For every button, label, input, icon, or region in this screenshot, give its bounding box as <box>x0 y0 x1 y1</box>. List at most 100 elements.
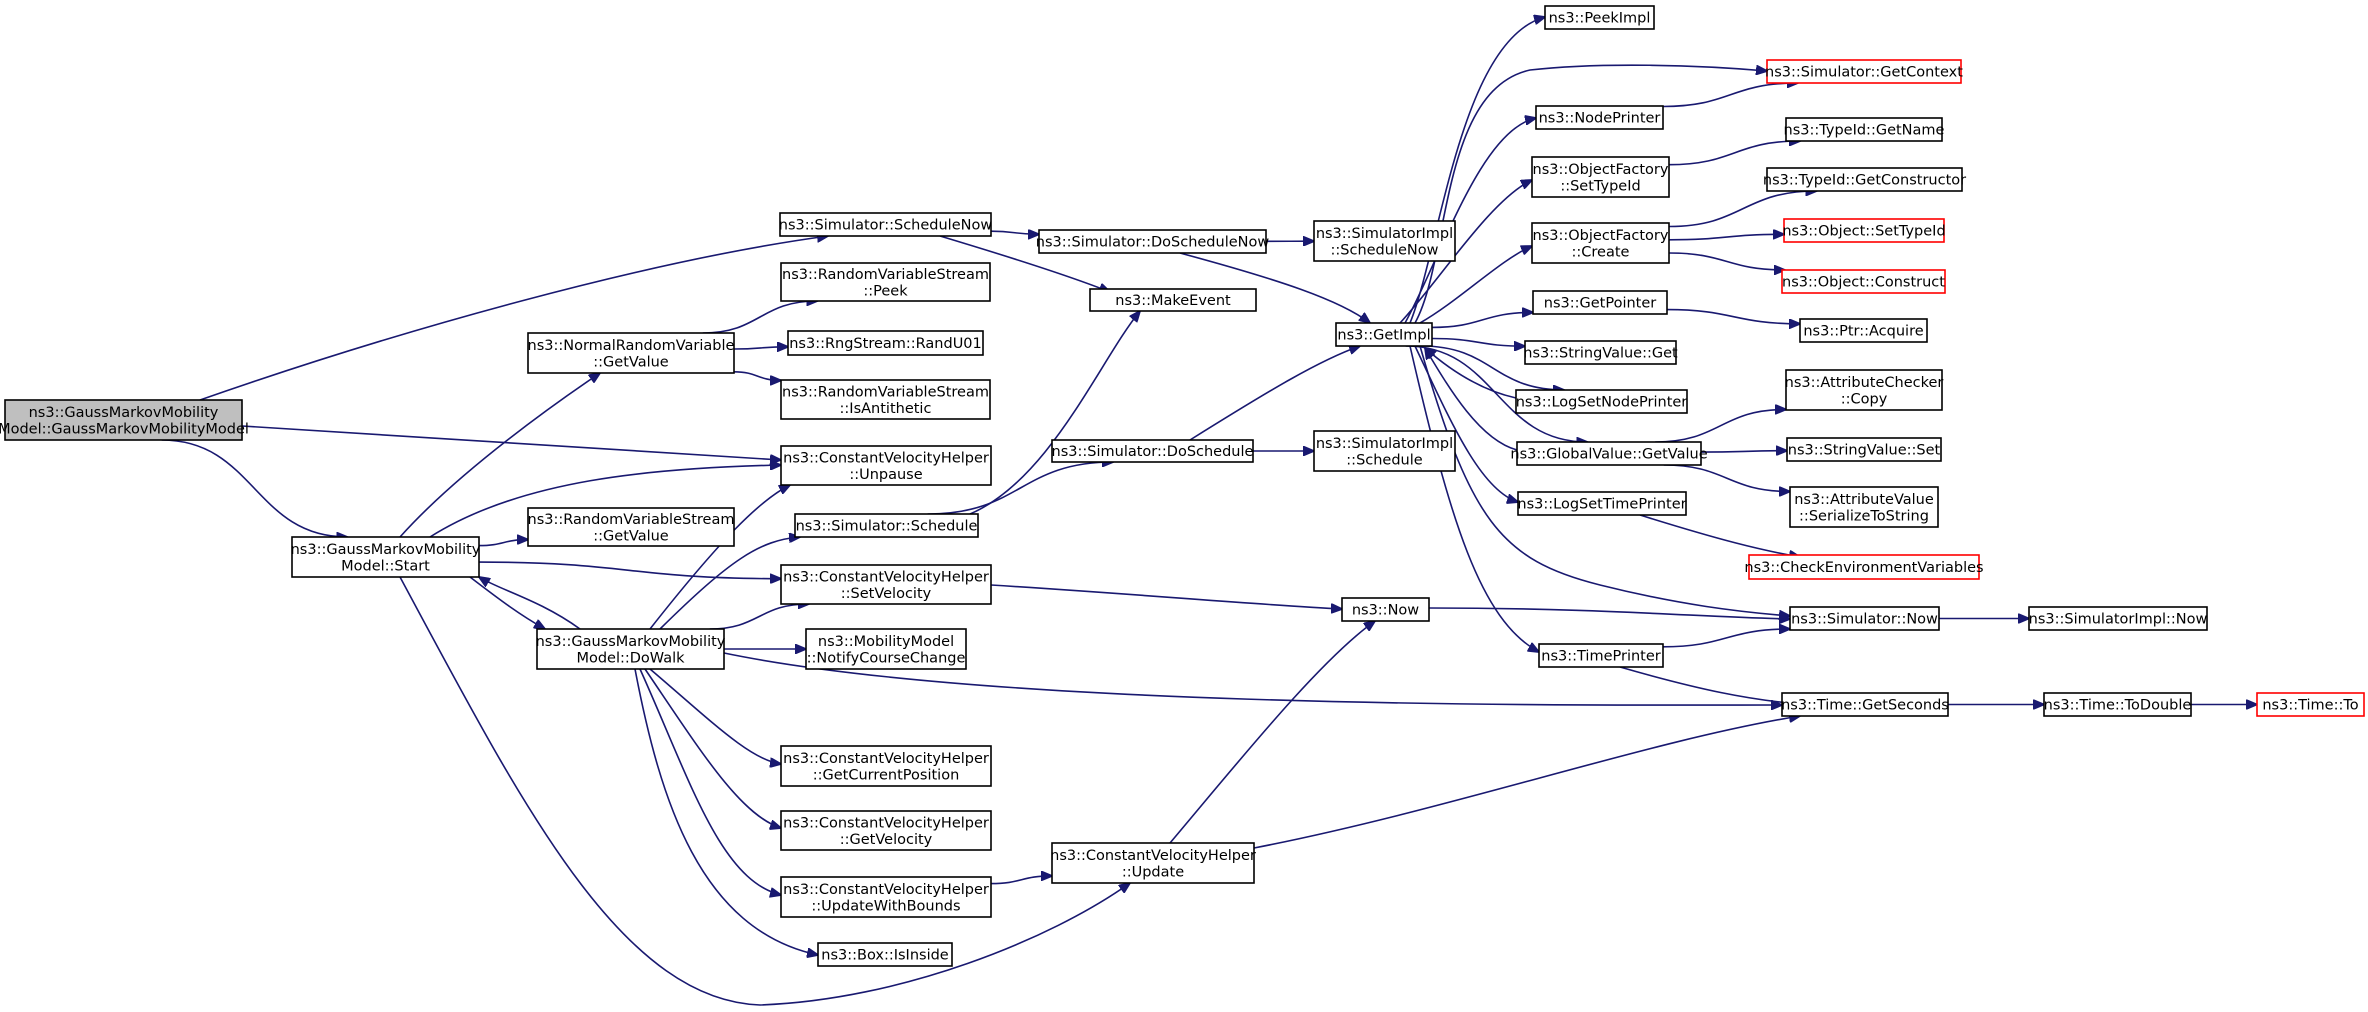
function-node-updateBounds[interactable]: ns3::ConstantVelocityHelper::UpdateWithB… <box>780 876 992 918</box>
function-node-label: ::UpdateWithBounds <box>811 898 960 914</box>
call-edge-doSchedule-to-getImpl <box>1189 346 1360 441</box>
function-node-label: ns3::Now <box>1352 603 1419 619</box>
function-node-timePrinter[interactable]: ns3::TimePrinter <box>1538 643 1664 668</box>
function-node-setVelocity[interactable]: ns3::ConstantVelocityHelper::SetVelocity <box>780 564 992 605</box>
function-node-label: ::Schedule <box>1346 452 1422 468</box>
function-node-ofSetTypeId[interactable]: ns3::ObjectFactory::SetTypeId <box>1531 156 1670 198</box>
call-edge-logSetNodePrinter-to-getImpl <box>1425 348 1517 399</box>
function-node-doWalk[interactable]: ns3::GaussMarkovMobilityModel::DoWalk <box>536 628 726 670</box>
call-edge-getImpl-to-ofCreate <box>1419 246 1532 324</box>
function-node-box <box>1544 5 1655 30</box>
call-edge-scheduleNow-to-makeEvent <box>939 235 1110 292</box>
call-edge-doWalk-to-timeGetSeconds <box>723 652 1782 705</box>
function-node-attrCheckerCopy[interactable]: ns3::AttributeChecker::Copy <box>1785 369 1944 411</box>
function-node-box <box>780 745 992 787</box>
function-node-attrValueSerialize[interactable]: ns3::AttributeValue::SerializeToString <box>1789 486 1939 528</box>
call-edge-logSetTimePrinter-to-checkEnvVars <box>1639 514 1800 557</box>
function-node-box <box>1781 269 1946 294</box>
function-node-ptrAcquire[interactable]: ns3::Ptr::Acquire <box>1799 318 1928 343</box>
function-node-timeTo[interactable]: ns3::Time::To <box>2256 692 2365 717</box>
call-edge-updateBounds-to-cvhUpdate <box>990 876 1052 885</box>
function-node-box <box>780 876 992 918</box>
function-node-box <box>1051 842 1255 884</box>
function-node-box <box>1789 486 1939 528</box>
function-node-label: ns3::RandomVariableStream <box>782 267 989 283</box>
function-node-randU01[interactable]: ns3::RngStream::RandU01 <box>787 330 984 356</box>
call-edge-normalGetValue-to-rvsPeek <box>702 301 818 334</box>
function-node-simImplSchedule[interactable]: ns3::SimulatorImpl::Schedule <box>1313 430 1456 472</box>
function-node-stringValueSet[interactable]: ns3::StringValue::Set <box>1786 437 1942 462</box>
function-node-globalValueGetValue[interactable]: ns3::GlobalValue::GetValue <box>1510 441 1708 466</box>
function-node-label: ns3::RngStream::RandU01 <box>789 336 982 352</box>
function-node-doSchedule[interactable]: ns3::Simulator::DoSchedule <box>1051 439 1254 463</box>
function-node-simImplScheduleNow[interactable]: ns3::SimulatorImpl::ScheduleNow <box>1313 220 1456 262</box>
function-node-simulatorNow[interactable]: ns3::Simulator::Now <box>1789 606 1940 631</box>
function-node-label: ::Unpause <box>849 467 922 483</box>
function-node-label: ns3::ConstantVelocityHelper <box>783 751 989 767</box>
function-node-label: ns3::LogSetTimePrinter <box>1517 497 1686 513</box>
function-node-simImplNow[interactable]: ns3::SimulatorImpl::Now <box>2028 606 2208 631</box>
call-edge-getImpl-to-nodePrinter <box>1404 118 1536 324</box>
function-node-label: ns3::MakeEvent <box>1115 293 1231 309</box>
function-node-stringValueGet[interactable]: ns3::StringValue::Get <box>1523 340 1678 365</box>
function-node-box <box>527 332 735 374</box>
function-node-box <box>1335 322 1433 347</box>
function-node-peekImpl[interactable]: ns3::PeekImpl <box>1544 5 1655 30</box>
function-node-box <box>1515 389 1688 414</box>
function-node-normalGetValue[interactable]: ns3::NormalRandomVariable::GetValue <box>527 332 735 374</box>
call-edge-gmStart-to-setVelocity <box>478 561 781 579</box>
function-node-typeIdGetName[interactable]: ns3::TypeId::GetName <box>1784 117 1945 142</box>
call-edge-getImpl-to-getPointer <box>1431 312 1533 329</box>
function-node-cvhUpdate[interactable]: ns3::ConstantVelocityHelper::Update <box>1050 842 1256 884</box>
function-node-typeIdGetConstructor[interactable]: ns3::TypeId::GetConstructor <box>1763 167 1966 192</box>
function-node-box <box>794 513 979 538</box>
function-node-getCurPos[interactable]: ns3::ConstantVelocityHelper::GetCurrentP… <box>780 745 992 787</box>
function-node-isInside[interactable]: ns3::Box::IsInside <box>817 942 953 967</box>
function-node-box <box>1783 218 1945 243</box>
function-node-rvsPeek[interactable]: ns3::RandomVariableStream::Peek <box>780 262 991 302</box>
function-node-checkEnvVars[interactable]: ns3::CheckEnvironmentVariables <box>1744 554 1984 580</box>
function-node-scheduleNow[interactable]: ns3::Simulator::ScheduleNow <box>779 212 993 237</box>
function-node-box <box>1748 554 1980 580</box>
call-edge-getImpl-to-logSetNodePrinter <box>1421 345 1564 390</box>
function-node-now[interactable]: ns3::Now <box>1341 597 1430 622</box>
function-node-objectSetTypeId[interactable]: ns3::Object::SetTypeId <box>1782 218 1946 243</box>
function-node-getImpl[interactable]: ns3::GetImpl <box>1335 322 1433 347</box>
function-node-logSetNodePrinter[interactable]: ns3::LogSetNodePrinter <box>1515 389 1688 414</box>
function-node-label: ns3::NormalRandomVariable <box>528 338 735 354</box>
function-node-logSetTimePrinter[interactable]: ns3::LogSetTimePrinter <box>1517 491 1687 516</box>
function-node-makeEvent[interactable]: ns3::MakeEvent <box>1089 288 1257 312</box>
function-node-schedule[interactable]: ns3::Simulator::Schedule <box>794 513 979 538</box>
call-edge-doScheduleNow-to-getImpl <box>1179 252 1370 323</box>
function-node-label: ns3::GetPointer <box>1544 296 1657 312</box>
function-node-objectConstruct[interactable]: ns3::Object::Construct <box>1781 269 1946 294</box>
function-node-box <box>817 942 953 967</box>
function-node-doScheduleNow[interactable]: ns3::Simulator::DoScheduleNow <box>1036 229 1270 254</box>
function-node-label: ns3::Simulator::DoSchedule <box>1052 444 1254 460</box>
function-node-label: ns3::Object::Construct <box>1782 275 1945 291</box>
function-node-unpause[interactable]: ns3::ConstantVelocityHelper::Unpause <box>780 445 992 486</box>
call-edge-getImpl-to-timePrinter <box>1409 345 1539 652</box>
function-node-box <box>1517 491 1687 516</box>
function-node-notifyCourse[interactable]: ns3::MobilityModel::NotifyCourseChange <box>805 628 967 670</box>
call-edge-getImpl-to-peekImpl <box>1409 17 1545 324</box>
call-edge-gmStart-to-normalGetValue <box>399 373 600 538</box>
function-node-ofCreate[interactable]: ns3::ObjectFactory::Create <box>1531 222 1670 264</box>
function-node-rvsGetValue[interactable]: ns3::RandomVariableStream::GetValue <box>527 507 735 547</box>
function-node-timeGetSeconds[interactable]: ns3::Time::GetSeconds <box>1781 692 1949 717</box>
function-node-box <box>1313 430 1456 472</box>
function-node-gmStart[interactable]: ns3::GaussMarkovMobilityModel::Start <box>291 536 481 578</box>
function-node-getVelocity[interactable]: ns3::ConstantVelocityHelper::GetVelocity <box>780 810 992 851</box>
function-node-box <box>1781 692 1949 717</box>
function-node-nodePrinter[interactable]: ns3::NodePrinter <box>1535 105 1664 130</box>
function-node-getPointer[interactable]: ns3::GetPointer <box>1532 290 1668 315</box>
function-node-label: ns3::ObjectFactory <box>1533 228 1669 244</box>
function-node-getContext[interactable]: ns3::Simulator::GetContext <box>1765 59 1963 84</box>
function-node-timeToDouble[interactable]: ns3::Time::ToDouble <box>2043 692 2192 717</box>
function-node-box <box>1532 290 1668 315</box>
function-node-label: ::IsAntithetic <box>840 401 932 417</box>
call-edge-getImpl-to-ofSetTypeId <box>1399 180 1532 324</box>
function-node-root[interactable]: ns3::GaussMarkovMobilityModel::GaussMark… <box>0 399 249 441</box>
function-node-isAntithetic[interactable]: ns3::RandomVariableStream::IsAntithetic <box>780 379 991 420</box>
call-edge-root-to-scheduleNow <box>199 236 828 401</box>
